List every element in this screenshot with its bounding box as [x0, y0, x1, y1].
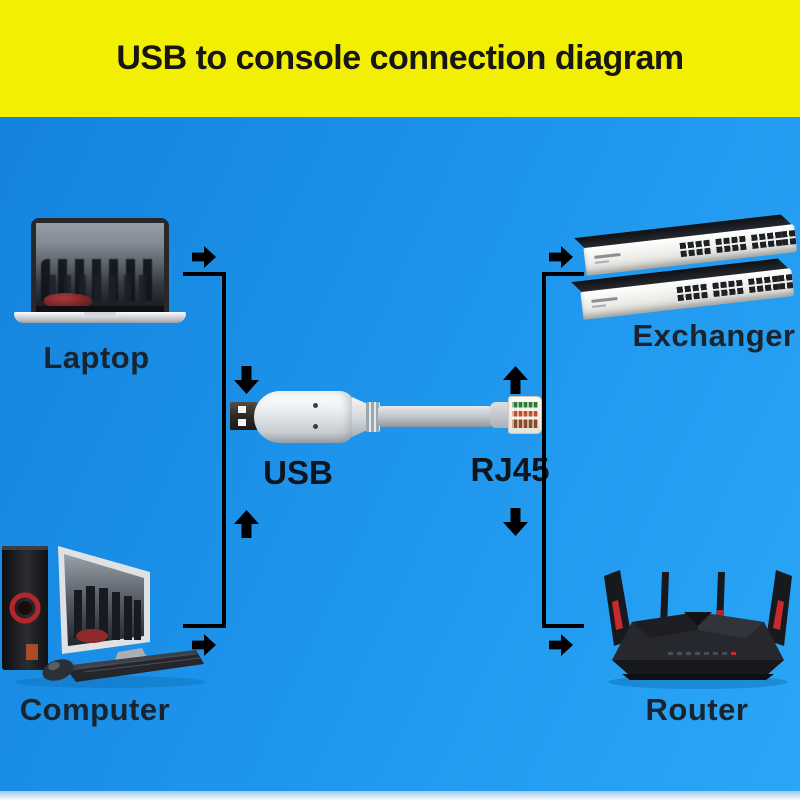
router-illustration: [604, 570, 792, 689]
computer-label: Computer: [19, 692, 171, 727]
right-bracket-vertical-line: [542, 272, 546, 628]
page-title: USB to console connection diagram: [116, 39, 684, 77]
exchanger-label: Exchanger: [632, 318, 796, 353]
port-group: [780, 230, 797, 246]
rj45-boot: [490, 402, 512, 428]
port-group: [712, 279, 744, 298]
network-switch: [571, 258, 795, 320]
computer-illustration: [2, 546, 205, 688]
port-group: [751, 231, 783, 249]
usb-label: USB: [263, 454, 333, 491]
port-group: [715, 235, 747, 254]
rj45-contacts: [512, 402, 538, 428]
right-bracket-top-line: [542, 272, 584, 276]
usb-connector-taper: [352, 397, 368, 437]
title-banner: USB to console connection diagram: [0, 0, 800, 117]
poster-car: [43, 293, 93, 309]
exchanger-image: [571, 214, 798, 322]
usb-connector-body: [254, 391, 354, 443]
laptop-base: [14, 312, 186, 323]
cable-strain-relief: [366, 402, 380, 432]
port-group: [676, 283, 708, 302]
usb-plug: [230, 402, 258, 430]
left-bracket-top-line: [183, 272, 226, 276]
laptop-label: Laptop: [43, 340, 150, 375]
left-bracket-vertical-line: [222, 272, 226, 628]
rj45-plug: [508, 396, 542, 434]
rj45-label: RJ45: [470, 451, 550, 488]
poster-ground: [36, 305, 164, 312]
laptop-screen-poster: [36, 223, 164, 312]
computer-image: [0, 538, 212, 690]
bottom-margin: [0, 791, 800, 800]
right-bracket-bottom-line: [542, 624, 584, 628]
left-bracket-bottom-line: [183, 624, 226, 628]
switch-logo: [591, 296, 618, 303]
port-group: [748, 275, 780, 293]
port-group: [679, 239, 711, 258]
router-label: Router: [645, 692, 749, 727]
laptop-image: [8, 206, 192, 331]
router-image: [598, 560, 798, 692]
laptop-screen: [31, 218, 169, 316]
port-group: [777, 274, 794, 290]
cable-wire: [378, 406, 492, 427]
switch-logo: [594, 252, 621, 259]
